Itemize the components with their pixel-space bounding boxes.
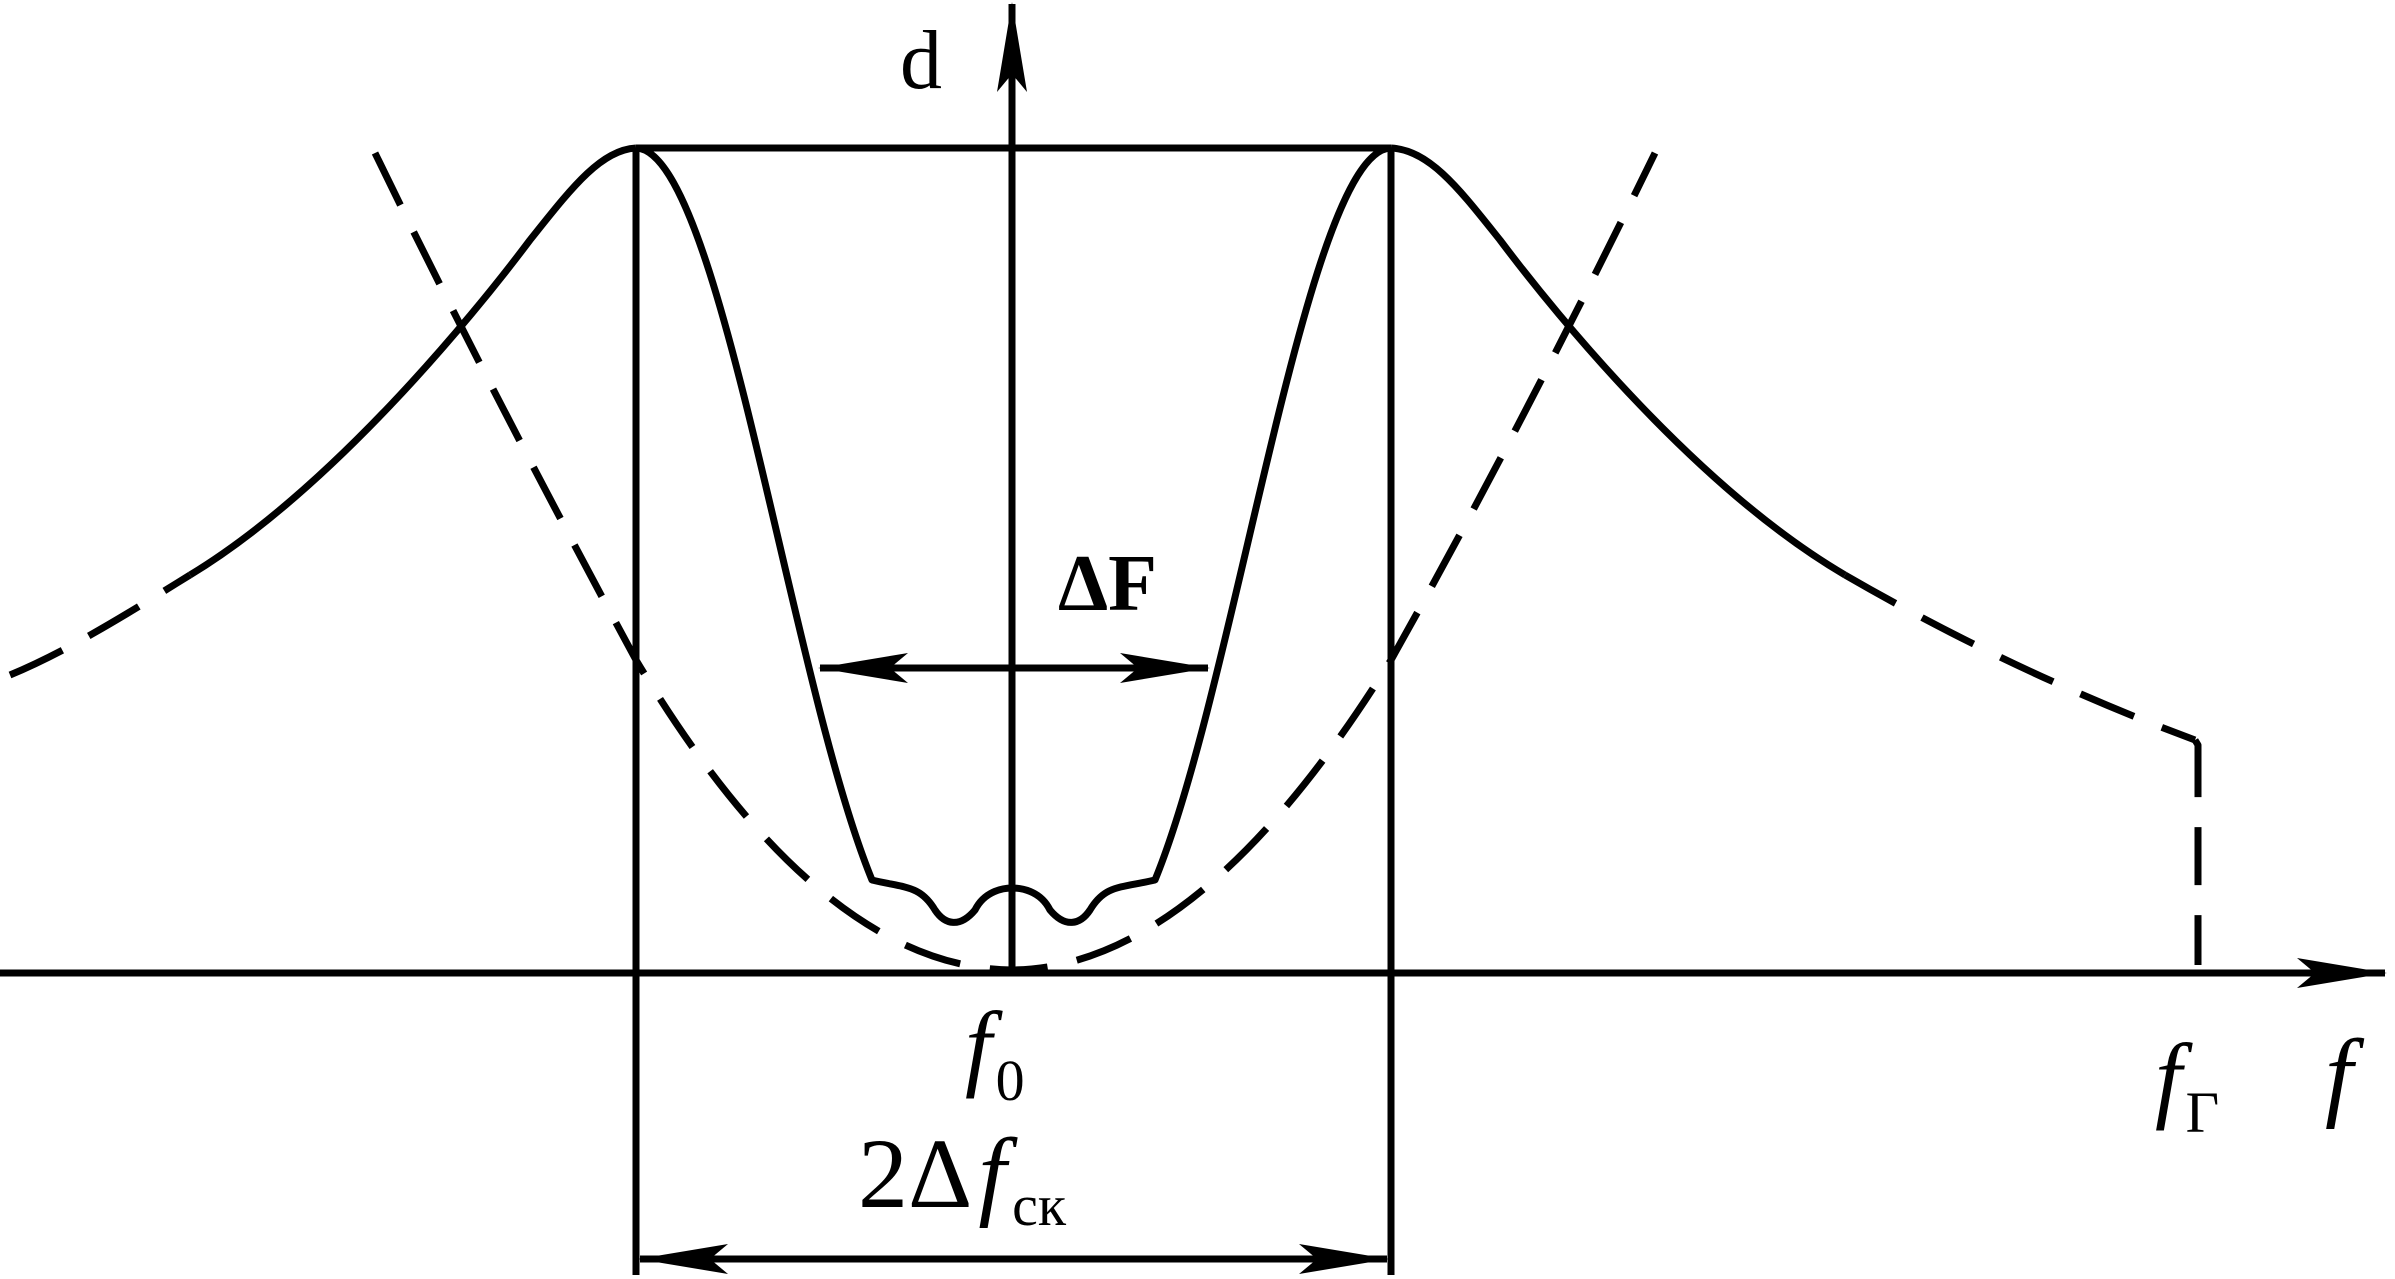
outer-curve-left-dashed — [8, 572, 192, 679]
limit-frequency-label: fГ — [2155, 1024, 2219, 1145]
outer-curve-right-solid — [1390, 144, 1847, 579]
y-axis-label: d — [900, 14, 942, 107]
passband-label: ΔF — [1058, 540, 1157, 628]
cutoff-dashed-line — [2191, 738, 2202, 965]
outer-curve-left-solid — [188, 144, 637, 578]
x-axis-label: f — [2325, 1019, 2365, 1130]
outer-curve-right-dashed — [1843, 571, 2197, 744]
center-frequency-label: f0 — [965, 992, 1025, 1113]
dashed-parabola — [371, 151, 1659, 974]
inner-u-curve — [635, 144, 1392, 926]
